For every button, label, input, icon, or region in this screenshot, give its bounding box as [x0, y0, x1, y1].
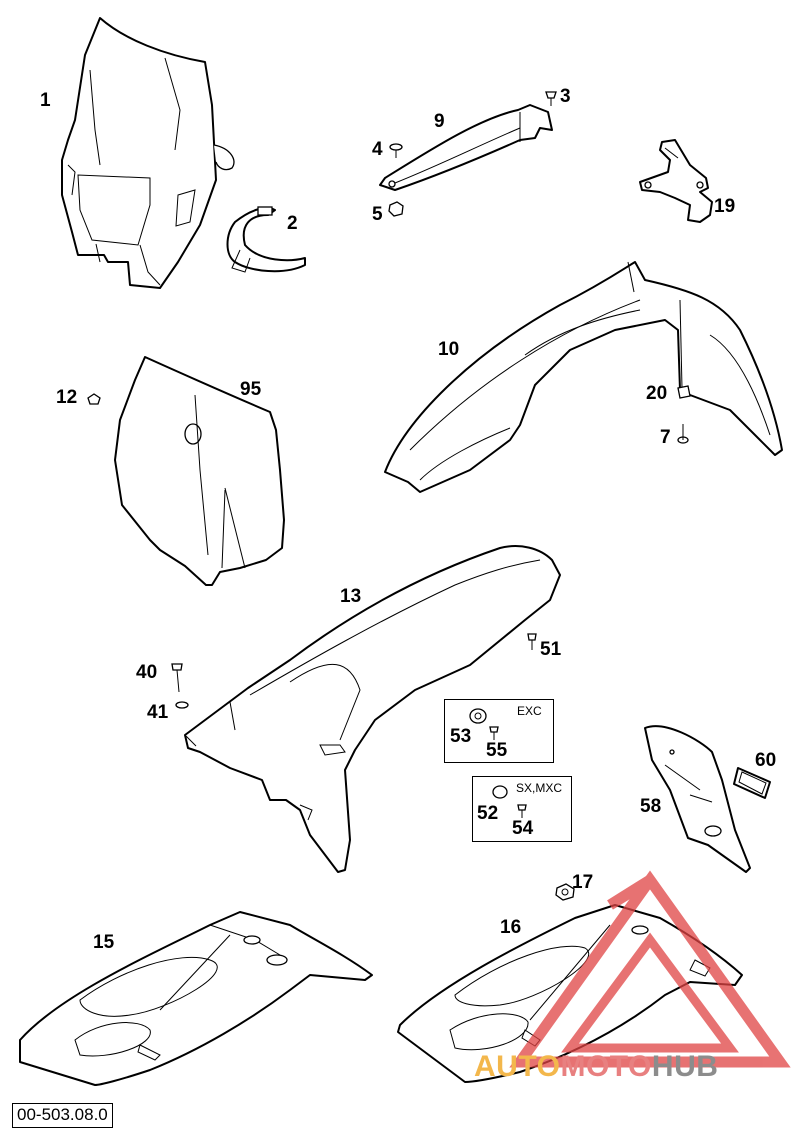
callout-3: 3 — [560, 86, 571, 107]
callout-95: 95 — [240, 379, 262, 400]
callout-2: 2 — [287, 213, 298, 234]
part-bolt-40 — [171, 663, 183, 693]
part-screw-12 — [87, 393, 101, 405]
part-number-plate — [114, 356, 285, 586]
part-nut-5 — [388, 201, 404, 217]
watermark-part-auto: AUTO — [474, 1050, 561, 1083]
callout-12: 12 — [56, 387, 78, 408]
callout-4: 4 — [372, 139, 383, 160]
callout-52: 52 — [477, 803, 499, 824]
callout-5: 5 — [372, 204, 383, 225]
callout-9: 9 — [434, 111, 445, 132]
part-screw-55 — [489, 726, 499, 740]
part-rear-fender — [184, 545, 561, 873]
watermark-part-moto: MOTO — [560, 1050, 652, 1083]
part-front-fender — [384, 261, 783, 493]
callout-13: 13 — [340, 586, 362, 607]
diagram-code: 00-503.08.0 — [12, 1103, 113, 1128]
part-screw-3 — [545, 91, 557, 106]
callout-54: 54 — [512, 818, 534, 839]
callout-58: 58 — [640, 796, 662, 817]
part-screw-51 — [527, 633, 537, 650]
part-screw-7 — [677, 424, 689, 444]
watermark-part-hub: HUB — [651, 1050, 719, 1083]
variant-label-sx-mxc: SX,MXC — [516, 781, 563, 795]
part-nut-20 — [677, 385, 691, 399]
part-gasket — [733, 767, 771, 799]
variant-box-exc — [444, 699, 554, 763]
callout-10: 10 — [438, 339, 460, 360]
variant-box-sx-mxc — [472, 776, 572, 842]
watermark-triangle-icon — [509, 870, 791, 1068]
callout-17: 17 — [572, 872, 594, 893]
part-headlight-mask — [61, 17, 235, 289]
callout-7: 7 — [660, 427, 671, 448]
callout-40: 40 — [136, 662, 158, 683]
callout-19: 19 — [714, 196, 736, 217]
variant-label-exc: EXC — [517, 704, 542, 718]
part-bracket-strip — [379, 104, 553, 191]
part-clamp — [226, 206, 306, 273]
callout-20: 20 — [646, 383, 668, 404]
part-screw-4 — [389, 143, 403, 158]
part-rubber-53 — [469, 708, 487, 724]
callout-51: 51 — [540, 639, 562, 660]
callout-53: 53 — [450, 726, 472, 747]
callout-60: 60 — [755, 750, 777, 771]
part-screw-54 — [517, 804, 527, 818]
part-washer-41 — [175, 701, 189, 709]
watermark-text: AUTOMOTOHUB — [474, 1052, 718, 1082]
callout-15: 15 — [93, 932, 115, 953]
part-mount-bracket — [639, 139, 713, 223]
part-rubber-52 — [492, 785, 508, 799]
part-rear-fender-15 — [19, 911, 373, 1086]
part-nut-17 — [555, 883, 575, 901]
part-side-plate — [644, 725, 751, 873]
callout-1: 1 — [40, 90, 51, 111]
callout-41: 41 — [147, 702, 169, 723]
callout-16: 16 — [500, 917, 522, 938]
callout-55: 55 — [486, 740, 508, 761]
